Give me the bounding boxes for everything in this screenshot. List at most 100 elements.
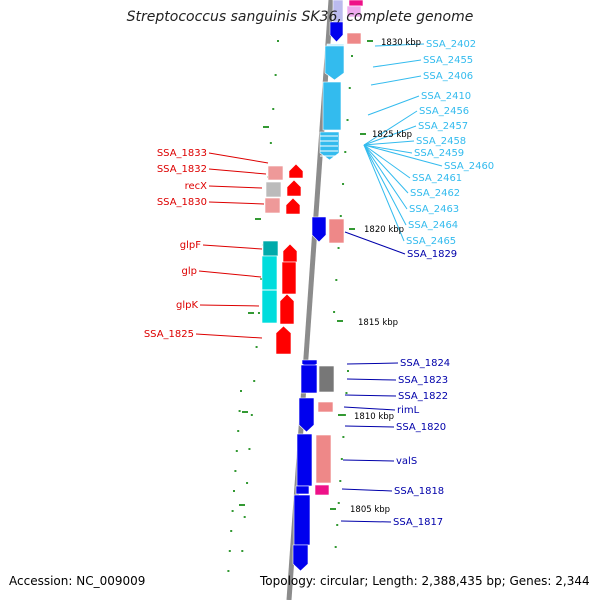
gene-label-ssa-2459: SSA_2459 <box>414 148 464 159</box>
kbp-marker-1815-kbp: 1815 kbp <box>358 318 398 328</box>
leader-line <box>208 201 265 205</box>
gene-feature <box>328 218 345 244</box>
gene-feature <box>295 485 310 495</box>
kbp-marker-1805-kbp: 1805 kbp <box>350 505 390 515</box>
gene-label-ssa-2410: SSA_2410 <box>421 91 471 102</box>
gene-feature <box>288 163 304 179</box>
kbp-markers: 1830 kbp 1825 kbp 1820 kbp 1815 kbp 1810 kbp… <box>350 38 421 515</box>
gene-feature <box>265 181 282 198</box>
gene-label-ssa-1822: SSA_1822 <box>398 391 448 402</box>
gene-label-ssa-2461: SSA_2461 <box>412 173 462 184</box>
gene-label-glpk: glpK <box>176 300 198 311</box>
gene-feature <box>317 401 334 413</box>
leader-line <box>346 378 397 381</box>
leader-line <box>199 304 260 307</box>
gene-label-riml: rimL <box>397 405 420 416</box>
gene-label-ssa-2462: SSA_2462 <box>410 188 460 199</box>
gene-label-glp: glp <box>182 266 197 277</box>
gene-feature <box>315 434 332 484</box>
gene-feature <box>348 0 364 7</box>
leader-line <box>346 362 399 365</box>
gene-label-vals: valS <box>396 456 417 467</box>
leader-line <box>372 59 422 68</box>
gene-feature <box>282 243 298 263</box>
leader-line <box>370 75 422 86</box>
leader-line <box>363 140 415 146</box>
leader-line <box>340 520 392 523</box>
gene-feature <box>314 484 330 496</box>
gene-label-ssa-1825: SSA_1825 <box>144 329 194 340</box>
leader-line <box>363 144 443 167</box>
label-leader-lines <box>195 43 443 523</box>
gene-feature <box>275 325 292 355</box>
gene-label-ssa-2463: SSA_2463 <box>409 204 459 215</box>
gene-feature <box>293 494 311 546</box>
gene-label-recx: recX <box>185 181 208 192</box>
gene-feature <box>346 32 362 45</box>
gene-features <box>261 0 364 572</box>
gene-label-ssa-1818: SSA_1818 <box>394 486 444 497</box>
leader-line <box>198 270 262 278</box>
gene-feature <box>318 365 335 393</box>
gene-feature <box>298 397 315 433</box>
gene-label-ssa-2457: SSA_2457 <box>418 121 468 132</box>
leader-line <box>363 125 417 146</box>
leader-line <box>342 459 395 462</box>
accession-label: Accession: NC_009009 <box>9 574 146 588</box>
kbp-marker-1820-kbp: 1820 kbp <box>364 225 404 235</box>
leader-line <box>344 394 397 397</box>
kbp-marker-1810-kbp: 1810 kbp <box>354 412 394 422</box>
leader-line <box>208 152 269 164</box>
leader-line <box>363 144 413 154</box>
gene-feature <box>329 21 344 43</box>
gene-label-ssa-2406: SSA_2406 <box>423 71 473 82</box>
leader-line <box>363 144 405 242</box>
gene-label-ssa-1830: SSA_1830 <box>157 197 207 208</box>
gene-label-ssa-2456: SSA_2456 <box>419 106 469 117</box>
gene-label-ssa-1820: SSA_1820 <box>396 422 446 433</box>
leader-line <box>363 144 409 194</box>
gene-label-ssa-2465: SSA_2465 <box>406 236 456 247</box>
gene-feature <box>285 197 301 215</box>
gene-feature <box>311 216 327 243</box>
gene-feature <box>296 433 313 487</box>
gene-label-ssa-1833: SSA_1833 <box>157 148 207 159</box>
gene-label-ssa-1823: SSA_1823 <box>398 375 448 386</box>
genome-title: Streptococcus sanguinis SK36, complete g… <box>126 9 474 25</box>
gene-feature <box>281 261 297 295</box>
gene-feature <box>300 364 318 394</box>
gene-feature <box>267 165 284 181</box>
leader-line <box>208 185 263 189</box>
leader-line <box>202 244 263 250</box>
kbp-marker-1825-kbp: 1825 kbp <box>372 130 412 140</box>
gene-label-ssa-2455: SSA_2455 <box>423 55 473 66</box>
gene-feature <box>346 5 362 18</box>
gene-label-ssa-2460: SSA_2460 <box>444 161 494 172</box>
leader-line <box>341 488 393 492</box>
leader-line <box>363 144 408 210</box>
gene-label-ssa-1824: SSA_1824 <box>400 358 450 369</box>
gene-label-ssa-2458: SSA_2458 <box>416 136 466 147</box>
gene-label-ssa-1817: SSA_1817 <box>393 517 443 528</box>
gene-feature <box>286 179 302 197</box>
gene-feature <box>292 544 309 572</box>
leader-line <box>343 406 396 411</box>
leader-line <box>374 43 425 47</box>
leader-line <box>363 144 411 179</box>
leader-line <box>344 231 406 255</box>
gene-feature <box>262 240 279 257</box>
gene-label-ssa-1832: SSA_1832 <box>157 164 207 175</box>
leader-line <box>367 95 420 116</box>
leader-line <box>363 110 418 146</box>
gene-label-ssa-2402: SSA_2402 <box>426 39 476 50</box>
kbp-marker-1830-kbp: 1830 kbp <box>381 38 421 48</box>
gene-label-ssa-2464: SSA_2464 <box>408 220 458 231</box>
leader-line <box>363 144 407 226</box>
gene-feature <box>322 81 342 131</box>
leader-line <box>208 168 267 175</box>
gene-label-ssa-1829: SSA_1829 <box>407 249 457 260</box>
gene-feature <box>264 197 281 214</box>
gene-label-glpf: glpF <box>180 240 201 251</box>
